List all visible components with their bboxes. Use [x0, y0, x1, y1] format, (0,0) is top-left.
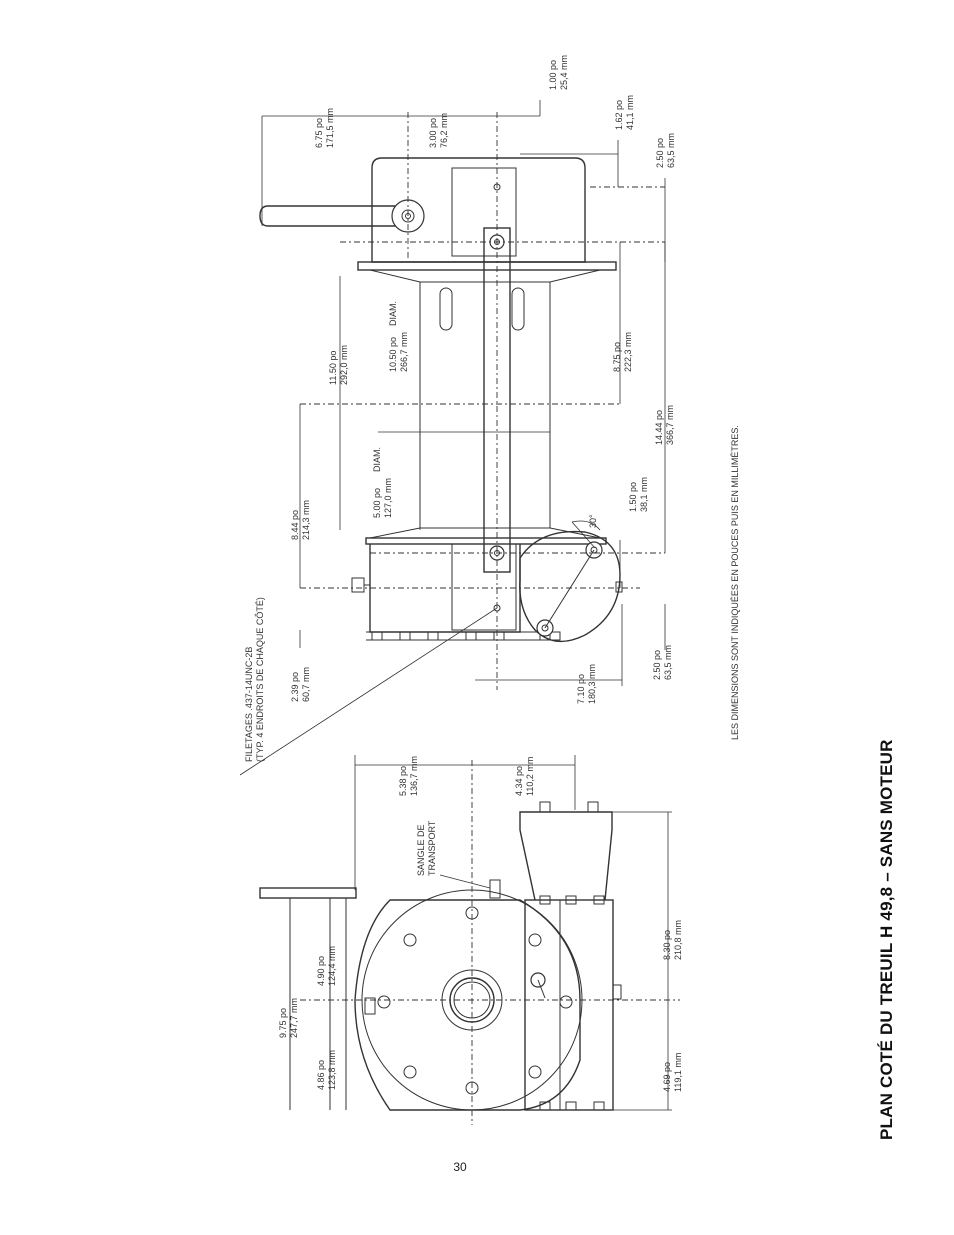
dim-5-00-po: 5.00 po	[372, 488, 382, 518]
dim-8-44-po: 8.44 po	[290, 510, 300, 540]
dim-5-38-po: 5.38 po	[398, 766, 408, 796]
units-note: LES DIMENSIONS SONT INDIQUÉES EN POUCES …	[730, 425, 740, 740]
dim-14-44-po: 14.44 po	[654, 410, 664, 445]
dim-9-75-po: 9.75 po	[278, 1008, 288, 1038]
dim-41-1-mm: 41,1 mm	[625, 95, 635, 130]
dim-4-69-po: 4.69 po	[662, 1062, 672, 1092]
dim-222-3-mm: 222,3 mm	[623, 332, 633, 372]
dim-76-2-mm: 76,2 mm	[439, 113, 449, 148]
winch-end-view	[259, 801, 622, 1111]
dim-60-7-mm: 60,7 mm	[301, 667, 311, 702]
dim-3-00-po: 3.00 po	[428, 118, 438, 148]
threads-note-line2: (TYP. 4 ENDROITS DE CHAQUE CÔTÉ)	[255, 597, 265, 762]
top-view-dimension-lines	[261, 100, 666, 686]
dim-1-50-po: 1.50 po	[628, 482, 638, 512]
dim-38-1-mm: 38,1 mm	[639, 477, 649, 512]
dim-180-3-mm: 180,3 mm	[587, 664, 597, 704]
dim-292-0-mm: 292,0 mm	[339, 345, 349, 385]
dim-136-7-mm: 136,7 mm	[409, 756, 419, 796]
dim-8-75-po: 8.75 po	[612, 342, 622, 372]
dim-4-90-po: 4.90 po	[316, 956, 326, 986]
dim-210-8-mm: 210,8 mm	[673, 920, 683, 960]
dim-4-34-po: 4.34 po	[514, 766, 524, 796]
dim-2-39-po: 2.39 po	[290, 672, 300, 702]
dim-1-00-po: 1.00 po	[548, 60, 558, 90]
diam-label-5-00: DIAM.	[372, 447, 382, 472]
top-view-center-lines	[300, 112, 665, 690]
dim-25-4-mm: 25,4 mm	[559, 55, 569, 90]
dim-11-50-po: 11.50 po	[328, 351, 338, 385]
dim-7-10-po: 7.10 po	[576, 674, 586, 704]
dim-2-50-po-b: 2.50 po	[652, 650, 662, 680]
end-view-dimension-lines	[289, 755, 680, 1125]
dim-4-86-po: 4.86 po	[316, 1060, 326, 1090]
dim-8-30-po: 8.30 po	[662, 930, 672, 960]
dim-127-0-mm: 127,0 mm	[383, 478, 393, 518]
thread-leader	[239, 607, 498, 776]
page-number: 30	[453, 1160, 467, 1174]
dim-10-50-po: 10.50 po	[388, 337, 398, 372]
dim-119-1-mm: 119,1 mm	[673, 1053, 683, 1092]
dim-266-7-mm: 266,7 mm	[399, 332, 409, 372]
dim-63-5-mm-a: 63,5 mm	[666, 133, 676, 168]
dim-214-3-mm: 214,3 mm	[301, 500, 311, 540]
threads-note-line1: FILETAGES .437-14UNC-2B	[244, 647, 254, 762]
dim-171-5-mm: 171,5 mm	[325, 108, 335, 148]
strap-label-line2: TRANSPORT	[427, 820, 437, 876]
winch-top-view	[259, 157, 623, 643]
dim-247-7-mm: 247,7 mm	[289, 998, 299, 1038]
dim-6-75-po: 6.75 po	[314, 118, 324, 148]
diam-label-10-50: DIAM.	[388, 301, 398, 326]
dim-123-8-mm: 123,8 mm	[327, 1050, 337, 1090]
angle-30-deg: 30°	[588, 514, 598, 528]
dim-366-7-mm: 366,7 mm	[665, 405, 675, 445]
dim-110-2-mm: 110,2 mm	[525, 757, 535, 796]
dim-2-50-po-a: 2.50 po	[655, 138, 665, 168]
page-title: PLAN COTÉ DU TREUIL H 49,8 – SANS MOTEUR	[877, 739, 896, 1140]
strap-label-line1: SANGLE DE	[416, 824, 426, 876]
dim-124-4-mm: 124,4 mm	[327, 946, 337, 986]
dim-1-62-po: 1.62 po	[614, 100, 624, 130]
dim-63-5-mm-b: 63,5 mm	[663, 645, 673, 680]
